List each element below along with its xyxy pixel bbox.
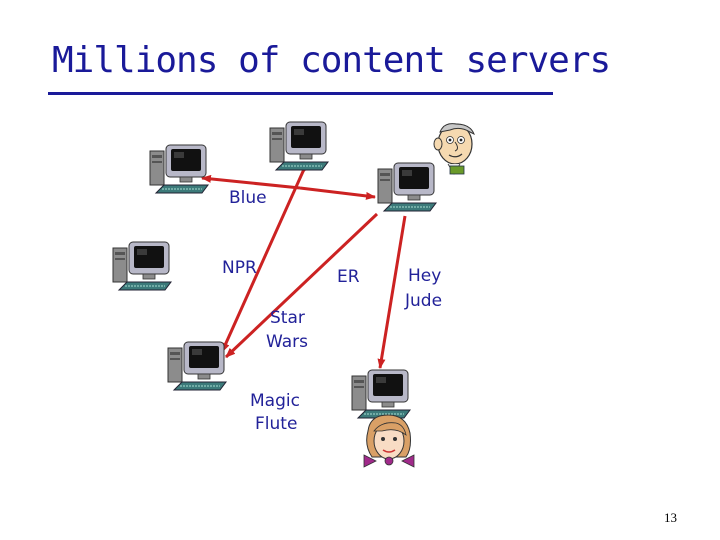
label-jude: Jude (405, 291, 443, 311)
arrow-to-bottom-left-pc (224, 212, 379, 359)
desktop-computer-icon (167, 341, 227, 391)
cartoon-woman-icon (363, 414, 415, 468)
label-er: ER (337, 267, 360, 287)
arrow-to-starwars-pc (220, 166, 307, 353)
label-wars: Wars (266, 332, 308, 352)
label-blue: Blue (229, 188, 267, 208)
cartoon-man-icon (433, 123, 475, 175)
label-magic: Magic (250, 391, 300, 411)
label-hey: Hey (408, 266, 442, 286)
slide-title: Millions of content servers (52, 40, 611, 81)
desktop-computer-icon (112, 241, 172, 291)
desktop-computer-icon (149, 144, 209, 194)
desktop-computer-icon (351, 369, 411, 419)
label-star: Star (270, 308, 305, 328)
arrow-to-top-right-pc (299, 186, 376, 200)
title-underline (48, 92, 553, 95)
label-npr: NPR (222, 258, 257, 278)
page-number: 13 (664, 510, 677, 525)
desktop-computer-icon (269, 121, 329, 171)
desktop-computer-icon (377, 162, 437, 212)
label-flute: Flute (255, 414, 298, 434)
arrow-to-bottom-pc (377, 215, 407, 369)
arrow-to-blue-pc (201, 174, 301, 190)
